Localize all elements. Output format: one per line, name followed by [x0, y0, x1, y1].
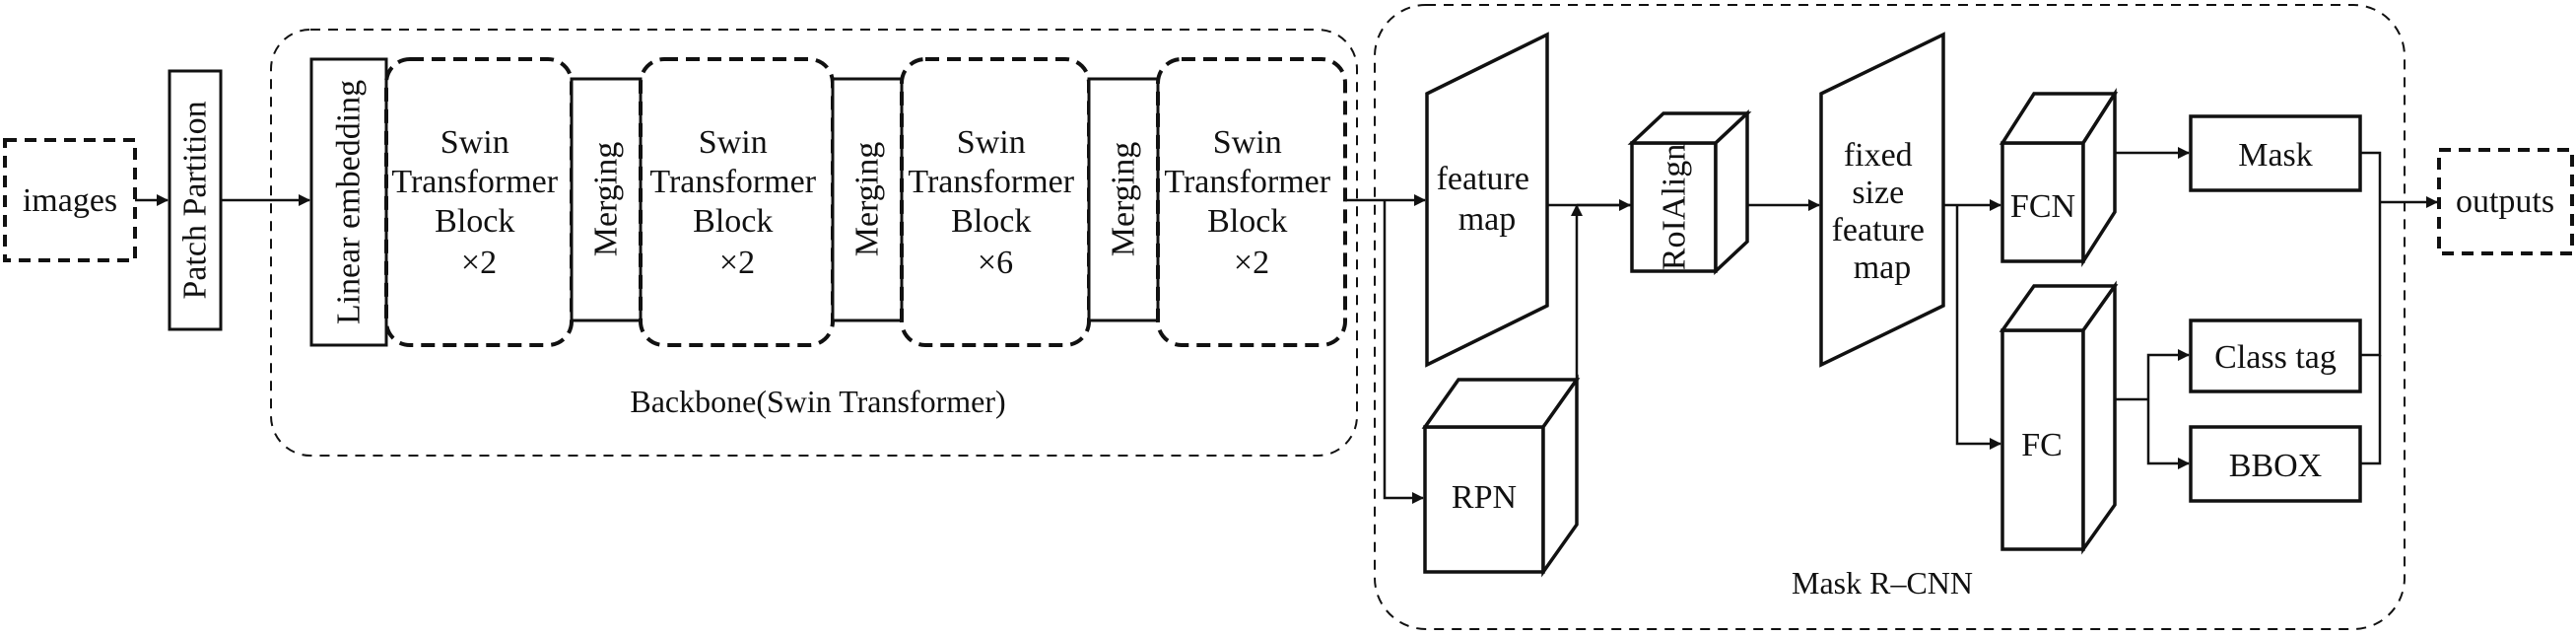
- fixed-feature-map-line1: fixed: [1844, 137, 1913, 174]
- class-tag-box: [2189, 318, 2362, 393]
- patch-partition-box: [168, 69, 223, 331]
- backbone-title: Backbone(Swin Transformer): [630, 384, 1005, 419]
- mask-label: Mask: [2238, 137, 2313, 174]
- outputs-label: outputs: [2456, 183, 2554, 220]
- feature-map-line2: map: [1458, 201, 1517, 238]
- swin-block-3-line3: Block: [951, 203, 1031, 240]
- feature-map-label: feature map: [1437, 161, 1538, 238]
- swin-block-4-label: Swin Transformer Block ×2: [1164, 124, 1338, 281]
- class-tag-label: Class tag: [2214, 339, 2337, 376]
- images-label: images: [23, 182, 117, 219]
- fixed-feature-map-shape: [1819, 32, 1945, 368]
- rpn-label: RPN: [1452, 479, 1517, 516]
- linear-embedding-label: Linear embedding: [331, 80, 368, 324]
- swin-block-4-line2: Transformer: [1164, 164, 1330, 200]
- swin-block-3-label: Swin Transformer Block ×6: [908, 124, 1082, 281]
- merging-label-3: Merging: [1106, 142, 1142, 256]
- swin-block-2: [639, 57, 835, 347]
- bbox-label: BBOX: [2229, 448, 2322, 484]
- swin-block-1-line1: Swin: [441, 124, 509, 161]
- fc-label: FC: [2021, 427, 2063, 463]
- fcn-cube: [1999, 88, 2119, 267]
- swin-block-1: [384, 57, 574, 347]
- images-box: [3, 138, 137, 262]
- swin-block-3-line2: Transformer: [908, 164, 1074, 200]
- swin-block-4-line3: Block: [1207, 203, 1287, 240]
- feature-map-line1: feature: [1437, 161, 1529, 197]
- swin-block-1-line2: Transformer: [391, 164, 558, 200]
- arrow-fc-to-class-tag: [2146, 349, 2190, 399]
- swin-block-3: [900, 57, 1091, 347]
- swin-block-3-line1: Swin: [957, 124, 1026, 161]
- mask-rcnn-frame: [1374, 4, 2406, 630]
- feature-map-shape: [1425, 32, 1549, 368]
- rpn-cube: [1421, 374, 1581, 578]
- swin-block-1-line3: Block: [435, 203, 514, 240]
- fixed-feature-map-line3: feature: [1832, 212, 1925, 248]
- merging-label-1: Merging: [588, 142, 625, 256]
- line-mask-collect: [2360, 151, 2382, 202]
- swin-block-4-line1: Swin: [1213, 124, 1282, 161]
- backbone-frame: [270, 29, 1358, 457]
- swin-block-2-line2: Transformer: [649, 164, 816, 200]
- swin-block-4: [1156, 57, 1347, 347]
- arrow-backbone-to-rpn: [1383, 200, 1424, 504]
- line-bbox-collect: [2360, 355, 2382, 465]
- arrow-fcn-to-mask: [2115, 153, 2153, 301]
- arrow-fixed-map-to-fc: [1955, 205, 2001, 450]
- bbox-box: [2189, 425, 2362, 503]
- swin-block-1-label: Swin Transformer Block ×2: [391, 124, 566, 281]
- swin-block-2-count: ×2: [719, 245, 755, 281]
- outputs-box: [2437, 148, 2574, 255]
- mask-rcnn-title: Mask R–CNN: [1792, 565, 1973, 601]
- merging-label-2: Merging: [849, 142, 886, 256]
- fixed-feature-map-line4: map: [1854, 249, 1912, 286]
- merging-box-1: [570, 77, 643, 322]
- swin-block-2-line1: Swin: [699, 124, 768, 161]
- fc-cube: [1999, 280, 2119, 555]
- swin-block-3-count: ×6: [978, 245, 1013, 281]
- patch-partition-label: Patch Partition: [177, 101, 214, 299]
- swin-block-4-count: ×2: [1234, 245, 1269, 281]
- fixed-feature-map-label: fixed size feature map: [1832, 137, 1933, 286]
- fcn-label: FCN: [2010, 188, 2075, 225]
- swin-block-1-count: ×2: [461, 245, 497, 281]
- line-class-collect: [2360, 202, 2382, 357]
- fixed-feature-map-line2: size: [1852, 175, 1904, 211]
- roialign-label: RoIAlign: [1657, 144, 1693, 270]
- swin-block-2-line3: Block: [693, 203, 773, 240]
- arrow-fc-to-bbox: [2146, 399, 2190, 469]
- merging-box-3: [1087, 77, 1160, 322]
- roialign-cube: [1627, 108, 1752, 276]
- swin-block-2-label: Swin Transformer Block ×2: [649, 124, 824, 281]
- linear-embedding-box: [309, 57, 388, 347]
